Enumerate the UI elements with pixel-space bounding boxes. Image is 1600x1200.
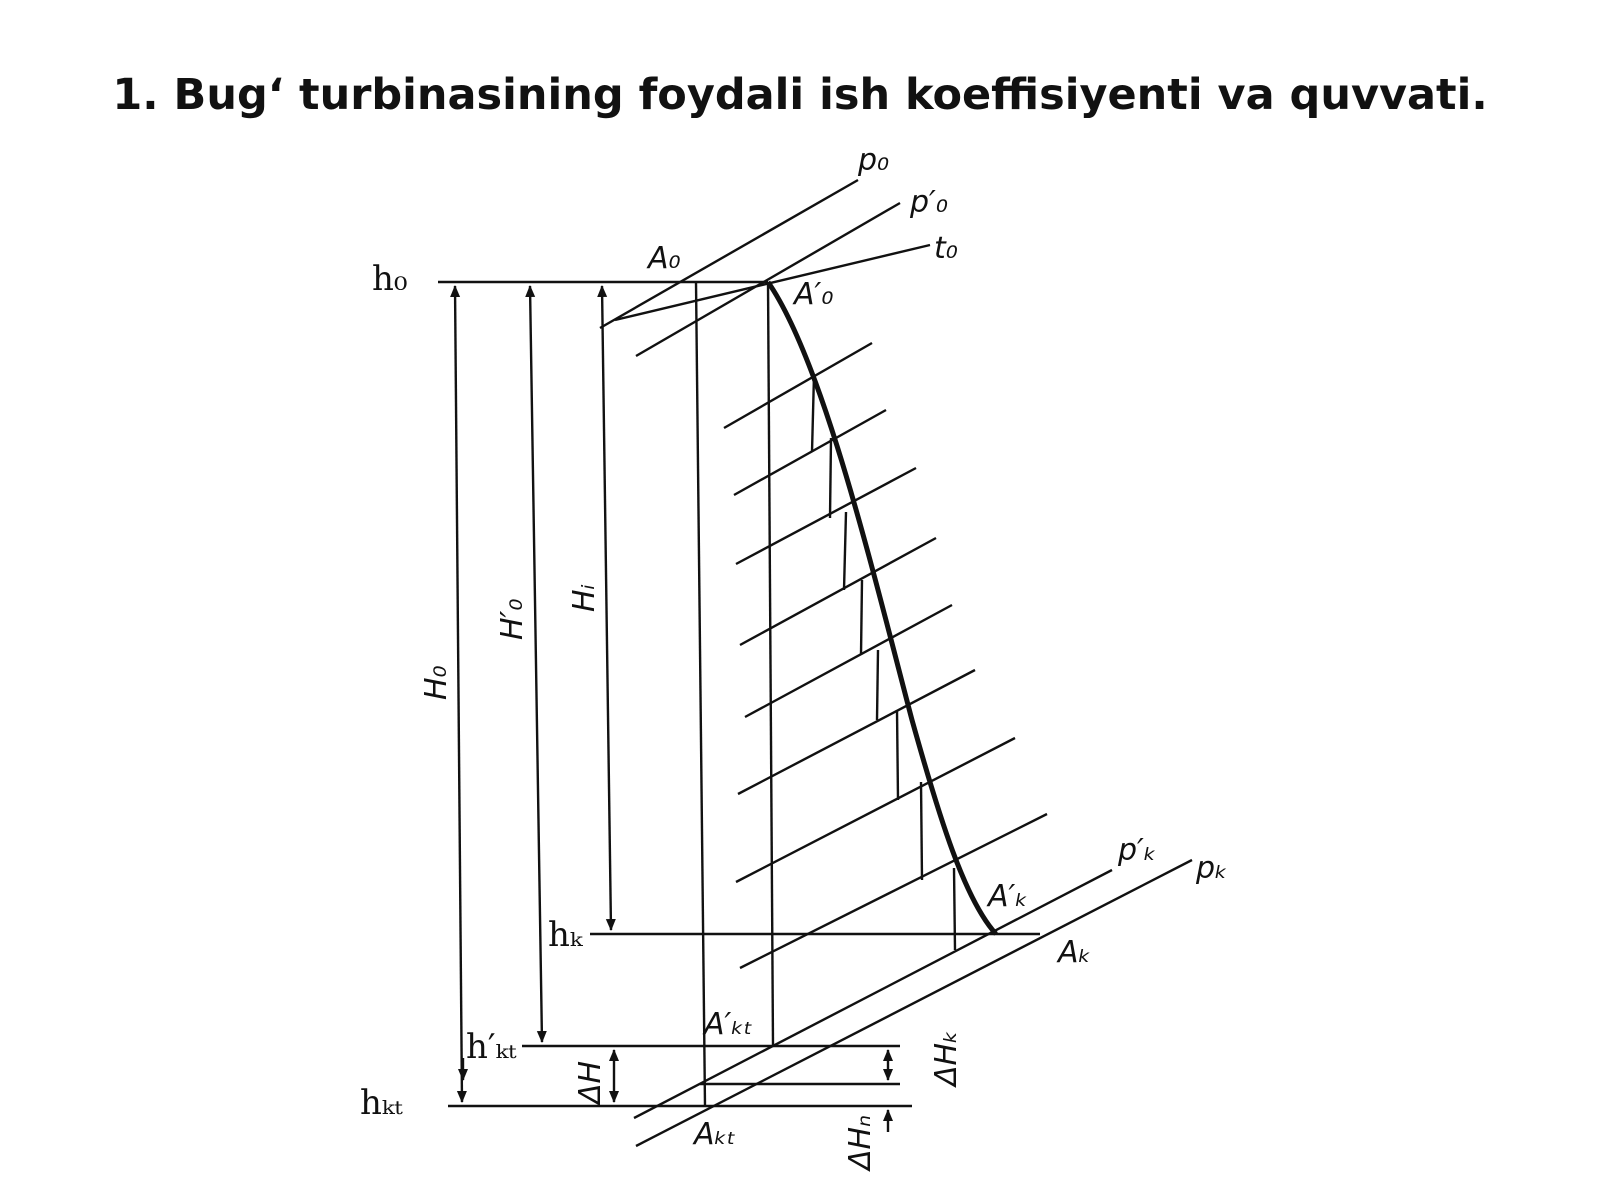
label-dHk: ΔHₖ [929, 1030, 964, 1088]
stage-isobar-line [723, 341, 873, 430]
arrow-H0 [450, 285, 467, 1103]
arrow-H0-prime [525, 285, 547, 1043]
arrow-Hi [597, 285, 616, 931]
label-Akt-prime: A′ₖₜ [702, 1007, 753, 1042]
stage-vertical-line [859, 579, 864, 656]
isobar-pk-prime-line [633, 868, 1113, 1120]
isotherm-t0-line [614, 243, 931, 322]
label-p0: p₀ [857, 143, 889, 178]
isentrope-a0-line [694, 281, 707, 1107]
stage-vertical-line [919, 781, 924, 881]
stage-isobar-line [744, 603, 953, 719]
label-Ak-prime: A′ₖ [986, 879, 1028, 914]
label-Ak: Aₖ [1056, 935, 1091, 970]
isobar-p0-line [599, 178, 859, 330]
stage-vertical-line [895, 709, 900, 801]
stage-vertical-line [952, 867, 957, 951]
label-hk: hₖ [548, 915, 584, 955]
stage-isobar-line [733, 408, 887, 497]
label-hkt: hₖₜ [360, 1083, 403, 1123]
label-dHn: ΔHₙ [843, 1115, 878, 1172]
stage-vertical-line [828, 437, 833, 519]
label-pk-prime: p′ₖ [1117, 833, 1157, 868]
stage-vertical-line [842, 511, 848, 591]
label-A0: A₀ [646, 241, 681, 276]
isobar-pk-line [635, 858, 1193, 1148]
isobar-p0-prime-line [635, 201, 901, 358]
page-title: 1. Bug‘ turbinasining foydali ish koeffi… [112, 70, 1488, 120]
stage-isobar-line [735, 736, 1016, 884]
label-dH: ΔH [573, 1061, 608, 1106]
expansion-line-curve [765, 280, 998, 936]
label-H0-prime: H′₀ [495, 599, 530, 640]
label-h0: h₀ [372, 259, 408, 299]
label-H0: H₀ [419, 665, 454, 700]
label-A0-prime: A′₀ [792, 277, 833, 312]
stage-isobar-line [739, 812, 1048, 970]
label-Akt: Aₖₜ [692, 1117, 736, 1152]
stage-isobar-line [735, 466, 917, 566]
stage-isobar-line [737, 668, 976, 796]
stage-vertical-line [810, 374, 816, 453]
stage-vertical-line [875, 649, 880, 721]
label-p0-prime: p′₀ [909, 185, 948, 220]
stage-verticals [810, 374, 957, 951]
label-t0: t₀ [934, 231, 958, 266]
stage-isobars [723, 341, 1048, 970]
stage-isobar-line [739, 536, 937, 647]
label-hkt-prime: h′ₖₜ [466, 1027, 517, 1067]
isentrope-a0-prime-line [766, 281, 775, 1047]
label-pk: pₖ [1195, 851, 1228, 886]
label-Hi: Hᵢ [567, 584, 602, 612]
